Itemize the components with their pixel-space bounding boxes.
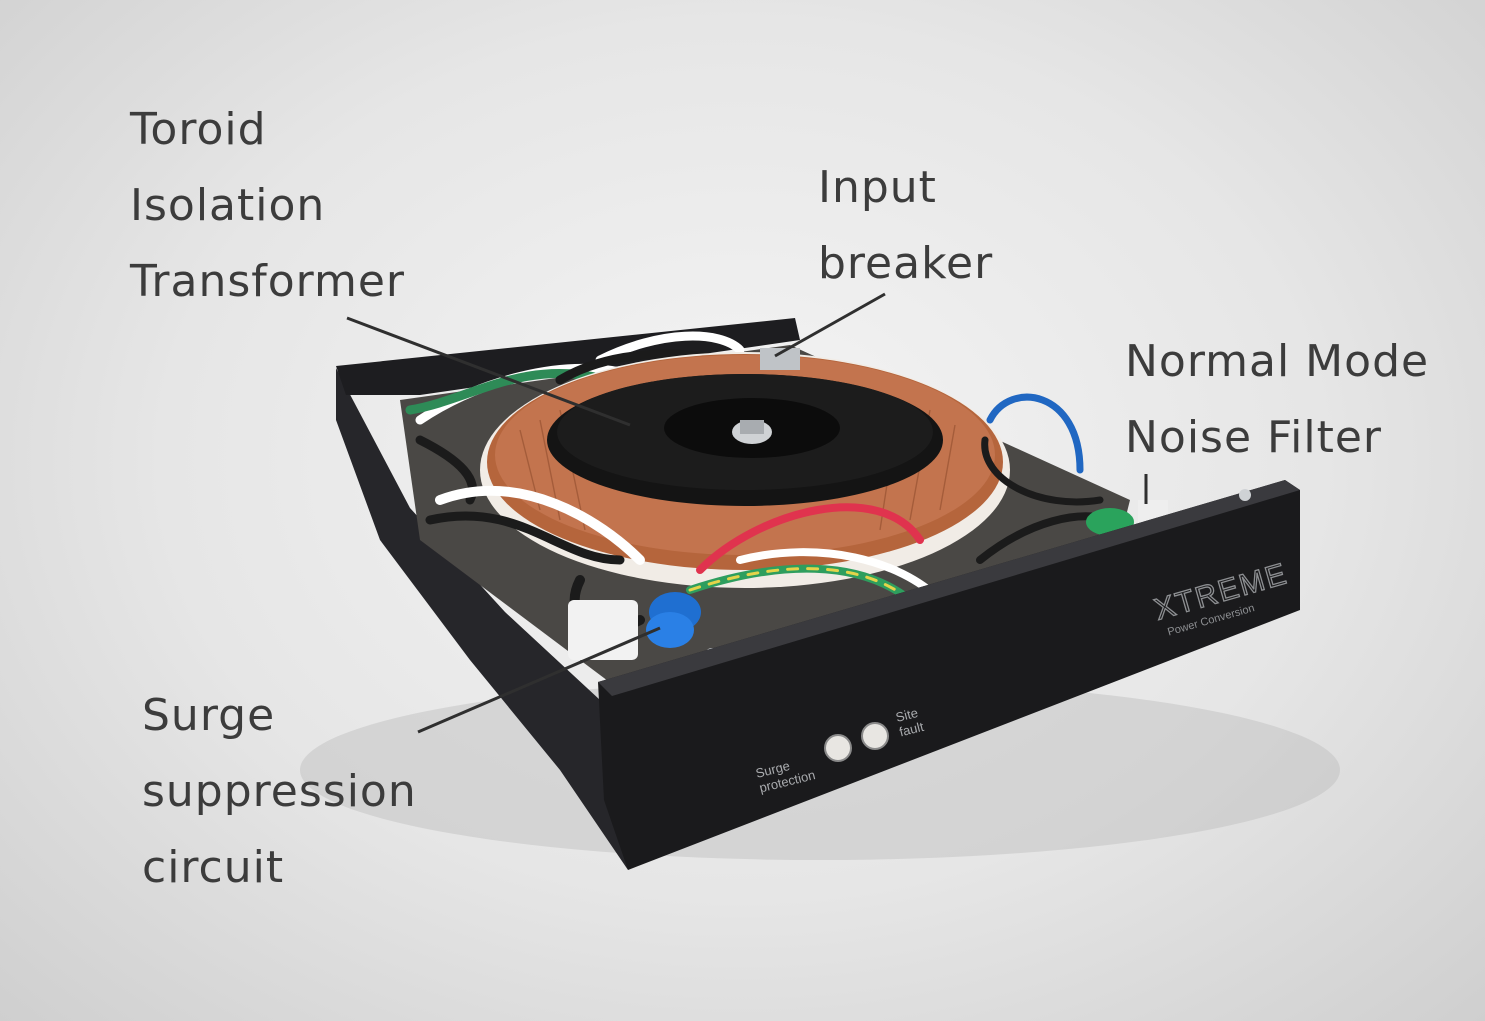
toroid-transformer	[480, 352, 1010, 588]
surge-protection-led	[824, 734, 852, 762]
surge-suppression-label: Surge suppression circuit	[142, 678, 417, 906]
surge-label-line2: suppression	[142, 766, 417, 817]
toroid-label-line1: Toroid	[130, 104, 267, 155]
toroid-transformer-label: Toroid Isolation Transformer	[130, 92, 405, 320]
site-fault-led-label: Site fault	[894, 705, 926, 740]
surge-leader-line	[417, 626, 661, 734]
input-breaker-label: Input breaker	[818, 150, 993, 302]
front-panel	[598, 480, 1300, 870]
wire-bundle-front	[425, 393, 1114, 633]
input-breaker-leader-line	[774, 292, 886, 358]
front-panel-top-lip	[598, 480, 1300, 696]
input-breaker-label-line1: Input	[818, 162, 937, 213]
surge-label-line1: Surge	[142, 690, 276, 741]
toroid-label-line3: Transformer	[130, 256, 406, 307]
surge-label-line3: circuit	[142, 842, 285, 893]
input-breaker-part	[760, 348, 800, 370]
site-fault-led	[861, 722, 889, 750]
input-breaker-label-line2: breaker	[818, 238, 994, 289]
panel-screw	[1239, 489, 1251, 501]
toroid-label-line2: Isolation	[130, 180, 326, 231]
noise-filter-label: Normal Mode Noise Filter	[1125, 324, 1429, 476]
svg-text:fault: fault	[898, 719, 926, 740]
noise-filter-label-line1: Normal Mode	[1125, 336, 1430, 387]
chassis-base	[336, 368, 628, 870]
noise-filter-label-line2: Noise Filter	[1125, 412, 1383, 463]
indicator-leds	[824, 722, 889, 762]
svg-text:Site: Site	[894, 705, 919, 725]
toroid-leader-line	[346, 316, 631, 427]
